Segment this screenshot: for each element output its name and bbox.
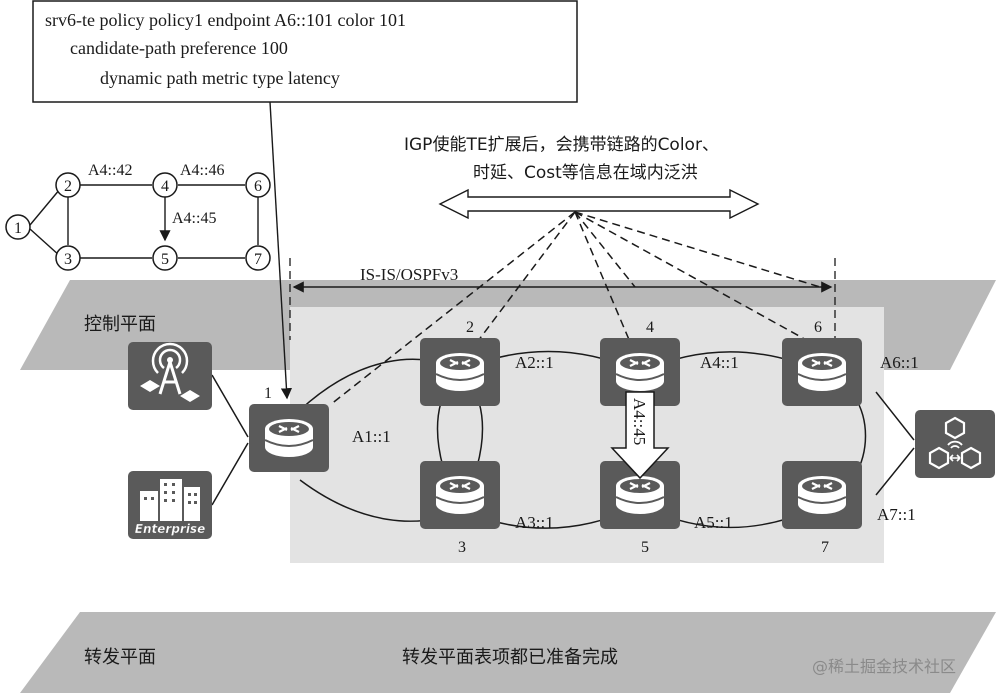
router-4[interactable] <box>600 338 680 406</box>
router-icon <box>796 474 848 516</box>
router-1[interactable] <box>249 404 329 472</box>
wireless-tower-icon <box>128 342 212 410</box>
mini-node-6: 6 <box>254 178 262 195</box>
forwarding-plane-band <box>20 612 996 693</box>
router-3[interactable] <box>420 461 500 529</box>
mini-label-a4-42: A4::42 <box>88 162 132 179</box>
protocol-label: IS-IS/OSPFv3 <box>360 265 458 284</box>
router-4-number: 4 <box>646 319 654 336</box>
sid-a3: A3::1 <box>515 513 554 532</box>
mini-topology-node-labels: 1 2 3 4 5 6 7 <box>14 178 262 268</box>
mini-node-7: 7 <box>254 251 262 268</box>
watermark: @稀土掘金技术社区 <box>812 657 956 676</box>
policy-line-3: dynamic path metric type latency <box>100 68 340 88</box>
router-2-number: 2 <box>466 319 474 336</box>
forwarding-plane-text: 转发平面表项都已准备完成 <box>402 647 618 668</box>
mini-label-a4-45: A4::45 <box>172 210 216 227</box>
router-3-number: 3 <box>458 539 466 556</box>
router-1-number: 1 <box>264 385 272 402</box>
flood-double-arrow <box>438 188 760 220</box>
enterprise-building-icon: Enterprise <box>128 471 212 539</box>
mini-node-5: 5 <box>161 251 169 268</box>
sid-a7: A7::1 <box>877 505 916 524</box>
adjacency-sid-arrow: A4::45 <box>610 391 670 480</box>
router-numbers: 1 2 3 4 5 6 7 <box>264 319 829 556</box>
mini-topology <box>29 184 259 259</box>
enterprise-label: Enterprise <box>135 522 205 536</box>
mini-node-4: 4 <box>161 178 169 195</box>
policy-pointer-line <box>269 101 293 400</box>
sid-a4: A4::1 <box>700 353 739 372</box>
policy-line-2: candidate-path preference 100 <box>70 38 288 58</box>
sid-a5: A5::1 <box>694 513 733 532</box>
router-icon <box>614 351 666 393</box>
policy-line-1: srv6-te policy policy1 endpoint A6::101 … <box>45 10 406 30</box>
sid-a2: A2::1 <box>515 353 554 372</box>
router-icon <box>434 351 486 393</box>
router-7-number: 7 <box>821 539 829 556</box>
control-plane-label: 控制平面 <box>84 314 156 335</box>
router-5-number: 5 <box>641 539 649 556</box>
router-5[interactable] <box>600 461 680 529</box>
mini-topology-nodes <box>5 172 271 271</box>
forwarding-plane-label: 转发平面 <box>84 647 156 668</box>
router-icon <box>796 351 848 393</box>
igp-note-line-2: 时延、Cost等信息在域内泛洪 <box>473 163 698 183</box>
router-icon <box>263 417 315 459</box>
router-6-number: 6 <box>814 319 822 336</box>
cloud-network-icon <box>915 410 995 478</box>
igp-note-line-1: IGP使能TE扩展后，会携带链路的Color、 <box>404 134 719 155</box>
router-2[interactable] <box>420 338 500 406</box>
router-6[interactable] <box>782 338 862 406</box>
router-icon <box>434 474 486 516</box>
flooding-lines <box>329 211 821 406</box>
sid-a1: A1::1 <box>352 427 391 446</box>
policy-config-box <box>32 0 578 103</box>
mini-node-3: 3 <box>64 251 72 268</box>
mini-label-a4-46: A4::46 <box>180 162 224 179</box>
adjacency-sid-label: A4::45 <box>630 398 649 445</box>
mini-node-2: 2 <box>64 178 72 195</box>
router-icon <box>614 474 666 516</box>
sid-a6: A6::1 <box>880 353 919 372</box>
sid-labels: A1::1 A2::1 A3::1 A4::1 A5::1 A6::1 A7::… <box>352 353 919 532</box>
mini-node-1: 1 <box>14 220 22 237</box>
router-7[interactable] <box>782 461 862 529</box>
